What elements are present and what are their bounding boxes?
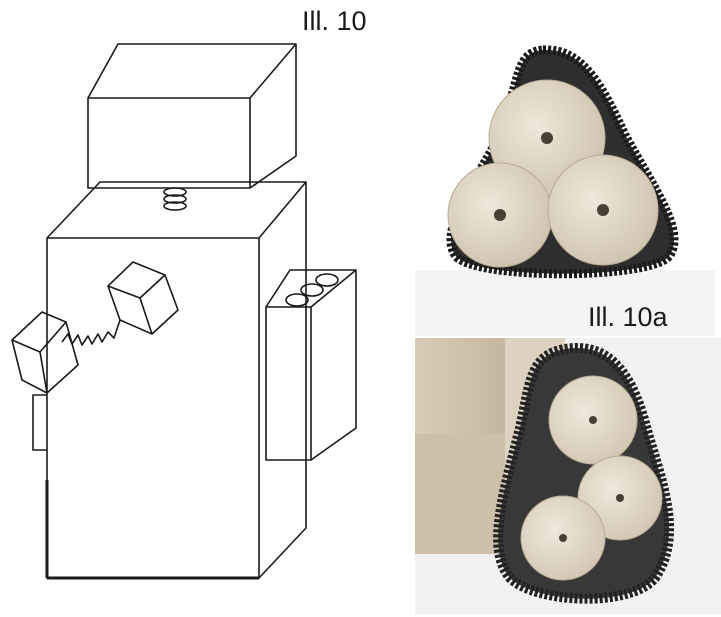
robot-line-drawing [11, 43, 357, 580]
wheel-top [548, 375, 638, 465]
neck-spring [163, 187, 187, 211]
robot-head [87, 43, 297, 189]
arm-spring [61, 319, 121, 346]
wheel-right [547, 154, 659, 266]
figure-label-ill-10a: Ill. 10a [588, 302, 668, 332]
wooden-block [415, 338, 505, 434]
robot-torso [45, 181, 307, 580]
wheel-left [520, 495, 606, 581]
photo-track-wheels-front [415, 40, 715, 336]
right-arm-block [265, 269, 357, 461]
left-arm-stub [32, 394, 47, 451]
arm-cube-left [11, 311, 79, 394]
figure-label-ill-10: Ill. 10 [302, 6, 367, 36]
photo-track-mounted [415, 338, 721, 614]
wheel-left [447, 162, 553, 268]
